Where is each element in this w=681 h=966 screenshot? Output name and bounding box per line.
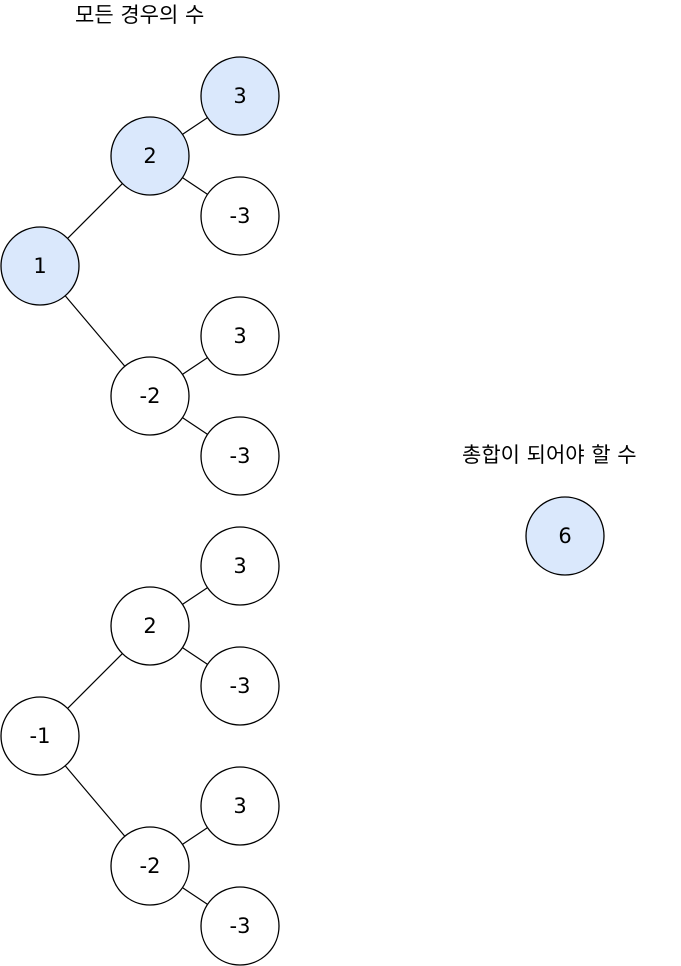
tree1-child1-node: 2 [110, 116, 190, 196]
tree2-child1-node: 2 [110, 586, 190, 666]
edge-tree1-child2-leaf2 [182, 417, 208, 435]
tree2-child1-leaf2-node-circle [200, 646, 280, 726]
tree2-root-node: -1 [0, 696, 80, 776]
tree2-child1-node-circle [110, 586, 190, 666]
target-value-node-label: 6 [558, 524, 571, 548]
tree1-root-node-label: 1 [33, 254, 46, 278]
tree2-child2-leaf2-node-circle [200, 886, 280, 966]
tree2-root-node-circle [0, 696, 80, 776]
tree2-child1-leaf1-node-label: 3 [233, 554, 246, 578]
edge-tree2-child2-leaf2 [182, 887, 208, 905]
tree1-child1-node-circle [110, 116, 190, 196]
edges-layer [64, 117, 208, 905]
edge-tree2-child2-leaf1 [182, 827, 208, 845]
tree2-child2-node-label: -2 [140, 854, 161, 878]
edge-tree1-root-child1 [67, 183, 123, 239]
tree1-child1-node-label: 2 [143, 144, 156, 168]
tree1-child2-leaf1-node-circle [200, 296, 280, 376]
tree2-child2-leaf2-node-label: -3 [230, 914, 251, 938]
tree1-child1-leaf2-node-label: -3 [230, 204, 251, 228]
tree1-child2-leaf2-node-label: -3 [230, 444, 251, 468]
edge-tree1-root-child2 [64, 295, 126, 367]
tree2-child1-leaf2-node: -3 [200, 646, 280, 726]
tree2-child1-leaf1-node: 3 [200, 526, 280, 606]
tree1-child2-node: -2 [110, 356, 190, 436]
nodes-layer: 1 2 3 -3 -2 3 -3 -1 2 3 -3 -2 3 -3 6 [0, 56, 605, 966]
tree1-child2-leaf2-node: -3 [200, 416, 280, 496]
tree2-child2-node: -2 [110, 826, 190, 906]
tree1-child2-leaf1-node: 3 [200, 296, 280, 376]
tree2-child2-leaf1-node: 3 [200, 766, 280, 846]
edge-tree2-child1-leaf1 [182, 587, 208, 605]
tree1-child1-leaf1-node-label: 3 [233, 84, 246, 108]
target-value-node: 6 [525, 496, 605, 576]
edge-tree1-child1-leaf2 [182, 177, 208, 195]
tree2-child1-node-label: 2 [143, 614, 156, 638]
tree2-child2-node-circle [110, 826, 190, 906]
tree1-child2-node-label: -2 [140, 384, 161, 408]
tree2-child1-leaf1-node-circle [200, 526, 280, 606]
tree1-child2-node-circle [110, 356, 190, 436]
target-sum-title: 총합이 되어야 할 수 [462, 443, 637, 467]
edge-tree1-child1-leaf1 [182, 117, 208, 135]
tree2-root-node-label: -1 [30, 724, 51, 748]
tree1-child1-leaf2-node: -3 [200, 176, 280, 256]
edge-tree2-root-child2 [64, 765, 126, 837]
tree1-child1-leaf1-node: 3 [200, 56, 280, 136]
edge-tree1-child2-leaf1 [182, 357, 208, 375]
edge-tree2-child1-leaf2 [182, 647, 208, 665]
tree1-child1-leaf2-node-circle [200, 176, 280, 256]
edge-tree2-root-child1 [67, 653, 123, 709]
tree1-child2-leaf2-node-circle [200, 416, 280, 496]
tree1-root-node-circle [0, 226, 80, 306]
tree2-child2-leaf2-node: -3 [200, 886, 280, 966]
tree1-root-node: 1 [0, 226, 80, 306]
tree1-child1-leaf1-node-circle [200, 56, 280, 136]
tree2-child1-leaf2-node-label: -3 [230, 674, 251, 698]
tree2-child2-leaf1-node-label: 3 [233, 794, 246, 818]
tree1-child2-leaf1-node-label: 3 [233, 324, 246, 348]
all-cases-title: 모든 경우의 수 [75, 3, 205, 27]
target-value-node-circle [525, 496, 605, 576]
tree2-child2-leaf1-node-circle [200, 766, 280, 846]
